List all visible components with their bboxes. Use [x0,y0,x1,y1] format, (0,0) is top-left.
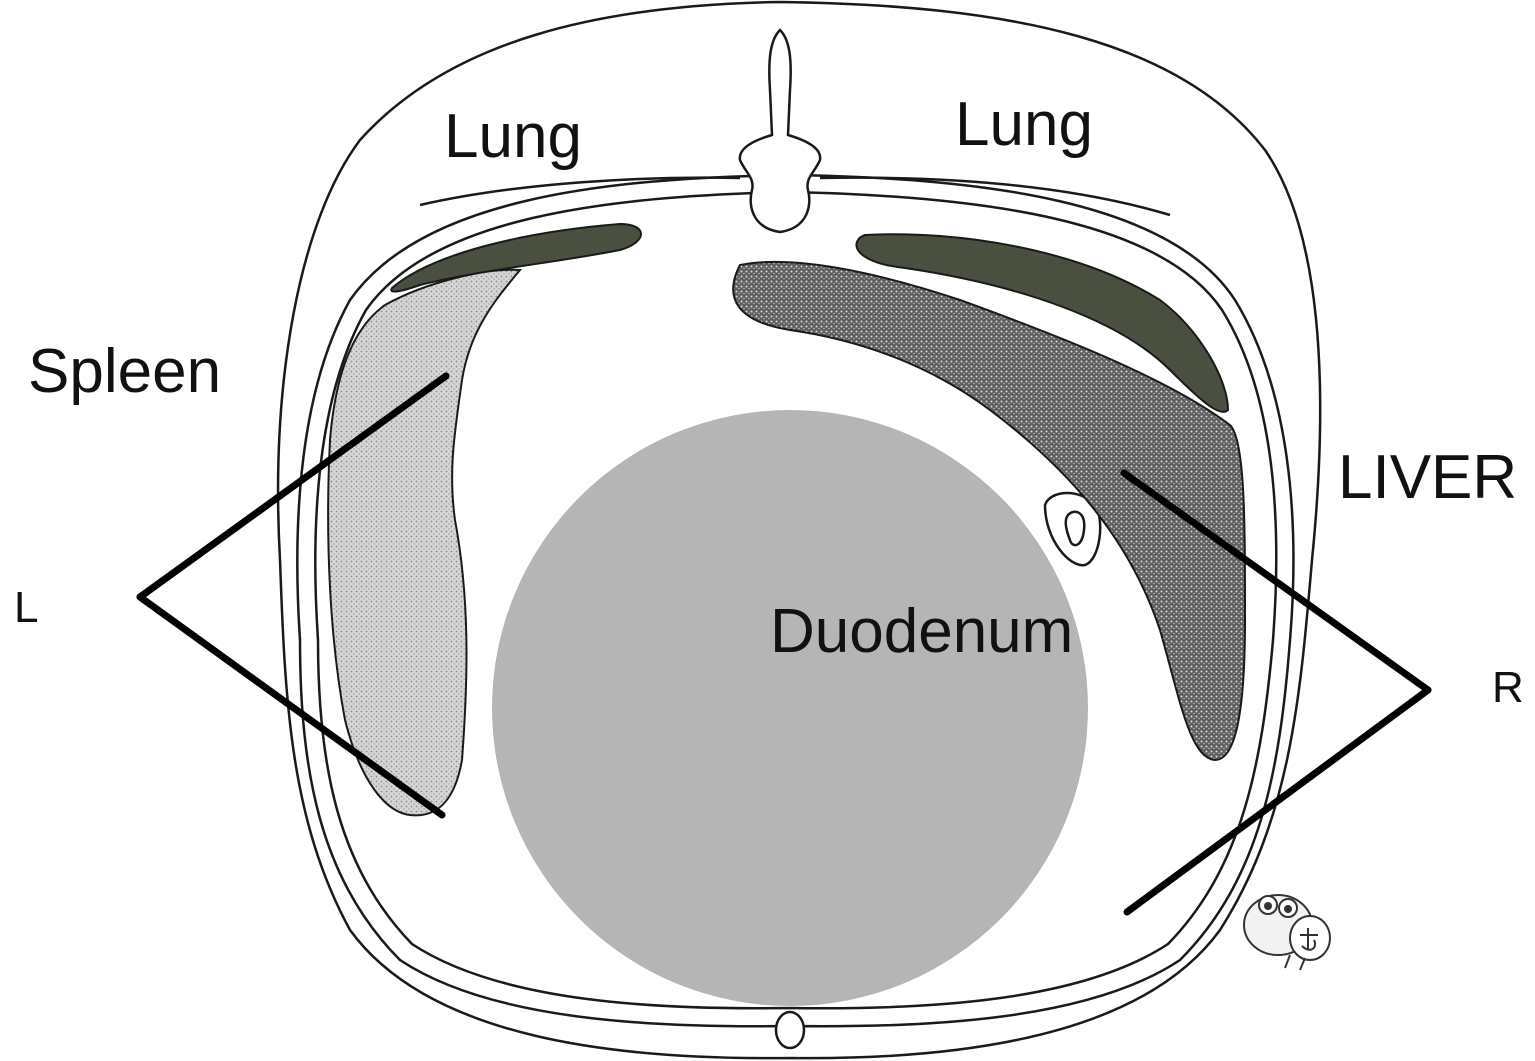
left-side-label: L [14,583,38,632]
spleen-shape [328,270,520,816]
liver-label: LIVER [1338,443,1517,512]
spine-outline [740,30,820,232]
lung-left-label: Lung [444,102,582,171]
lung-right-label: Lung [955,90,1093,159]
right-side-label: R [1492,663,1524,712]
duodenum-label: Duodenum [770,597,1073,666]
beam-right-lower-line [1127,690,1428,912]
sternum-outline [776,1012,804,1048]
spleen-label: Spleen [28,337,221,406]
duodenum-circle [492,410,1088,1006]
mascot-icon [1244,895,1330,970]
